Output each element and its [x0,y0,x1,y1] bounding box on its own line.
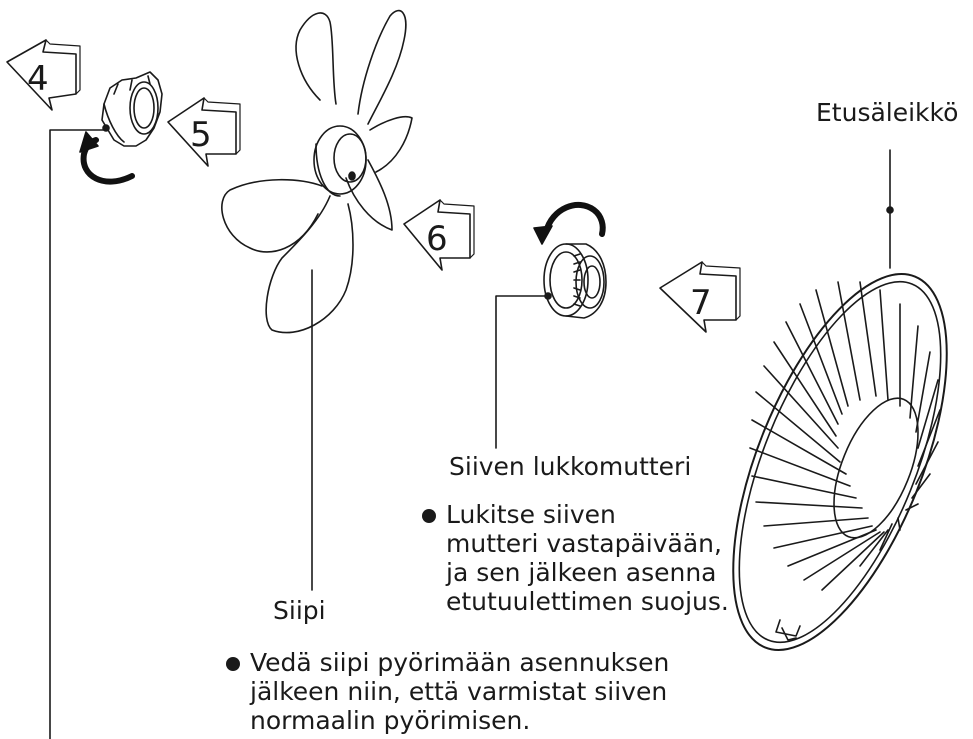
blade-note: Vedä siipi pyörimään asennuksen jälkeen … [226,648,706,735]
blade-nut-note: Lukitse siiven mutteri vastapäivään, ja … [422,500,772,616]
rear-nut-leader [50,130,104,739]
blade-nut-label: Siiven lukkomutteri [449,452,691,482]
rear-nut-icon [102,72,162,146]
front-guard-label: Etusäleikkö [816,98,958,128]
blade-note-text: Vedä siipi pyörimään asennuksen jälkeen … [226,648,706,735]
fan-blade-icon [222,11,412,333]
bullet-icon [422,509,436,523]
blade-nut-note-text: Lukitse siiven mutteri vastapäivään, ja … [422,500,772,616]
step-7-number: 7 [690,283,712,323]
rotation-arrow-icon [534,205,603,244]
step-4-number: 4 [27,59,49,99]
step-6-number: 6 [426,219,448,259]
blade-nut-leader [496,296,548,448]
bullet-icon [226,657,240,671]
blade-lock-nut-icon [544,244,606,318]
rotation-arrow-icon [80,132,132,182]
step-5-number: 5 [190,115,212,155]
blade-label: Siipi [273,596,326,626]
